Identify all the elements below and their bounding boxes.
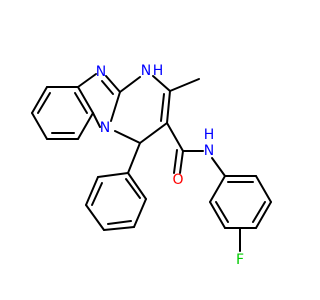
bond [209,201,226,229]
bond [252,201,266,223]
bond [103,226,135,231]
amide-nitrogen-label: N [204,143,214,159]
bond [209,175,226,203]
pyrimidine-ring [114,75,171,144]
bond [119,76,141,93]
bond [107,220,132,225]
phenyl-ring [85,142,147,231]
bond [92,112,101,128]
bond [31,86,48,114]
bond [133,198,147,228]
bond [31,112,48,140]
ring-nitrogen-label: N [141,63,151,79]
bond [152,75,171,92]
bond [85,204,105,231]
bond [77,73,97,88]
amide-hydrogen-label: H [204,127,215,143]
bond [139,122,168,144]
bond [74,92,88,114]
bond [101,80,114,95]
molecule-canvas: N N H N N H O F [31,63,272,268]
bond [125,178,141,199]
fluorine-label: F [236,252,244,268]
bond [127,142,141,174]
bond [179,150,184,174]
bond [91,182,103,206]
bond [105,75,121,93]
bond [255,201,272,229]
amide-group [166,122,226,177]
bond [160,93,165,122]
bridge-nitrogen-label: N [100,120,110,136]
bond [77,112,94,140]
bond [114,130,141,144]
bond [166,90,171,124]
bond [127,172,147,200]
bond [166,122,184,152]
bond [215,201,229,223]
bond [110,91,121,122]
benzo-ring [31,86,94,140]
methyl-bond [169,78,200,92]
carbonyl-oxygen-label: O [172,172,183,188]
bond [85,176,99,206]
imidazole-ring [77,73,121,128]
bond [37,92,51,114]
bond [211,157,226,177]
bond [77,86,94,114]
fluorophenyl-ring [209,175,272,252]
bond [97,172,129,178]
imine-nitrogen-label: N [96,64,106,80]
molecule-structure: N N H N N H O F [31,63,272,268]
bond [173,149,178,174]
ring-nitrogen-hydrogen-label: H [153,63,164,79]
bond [255,175,272,203]
